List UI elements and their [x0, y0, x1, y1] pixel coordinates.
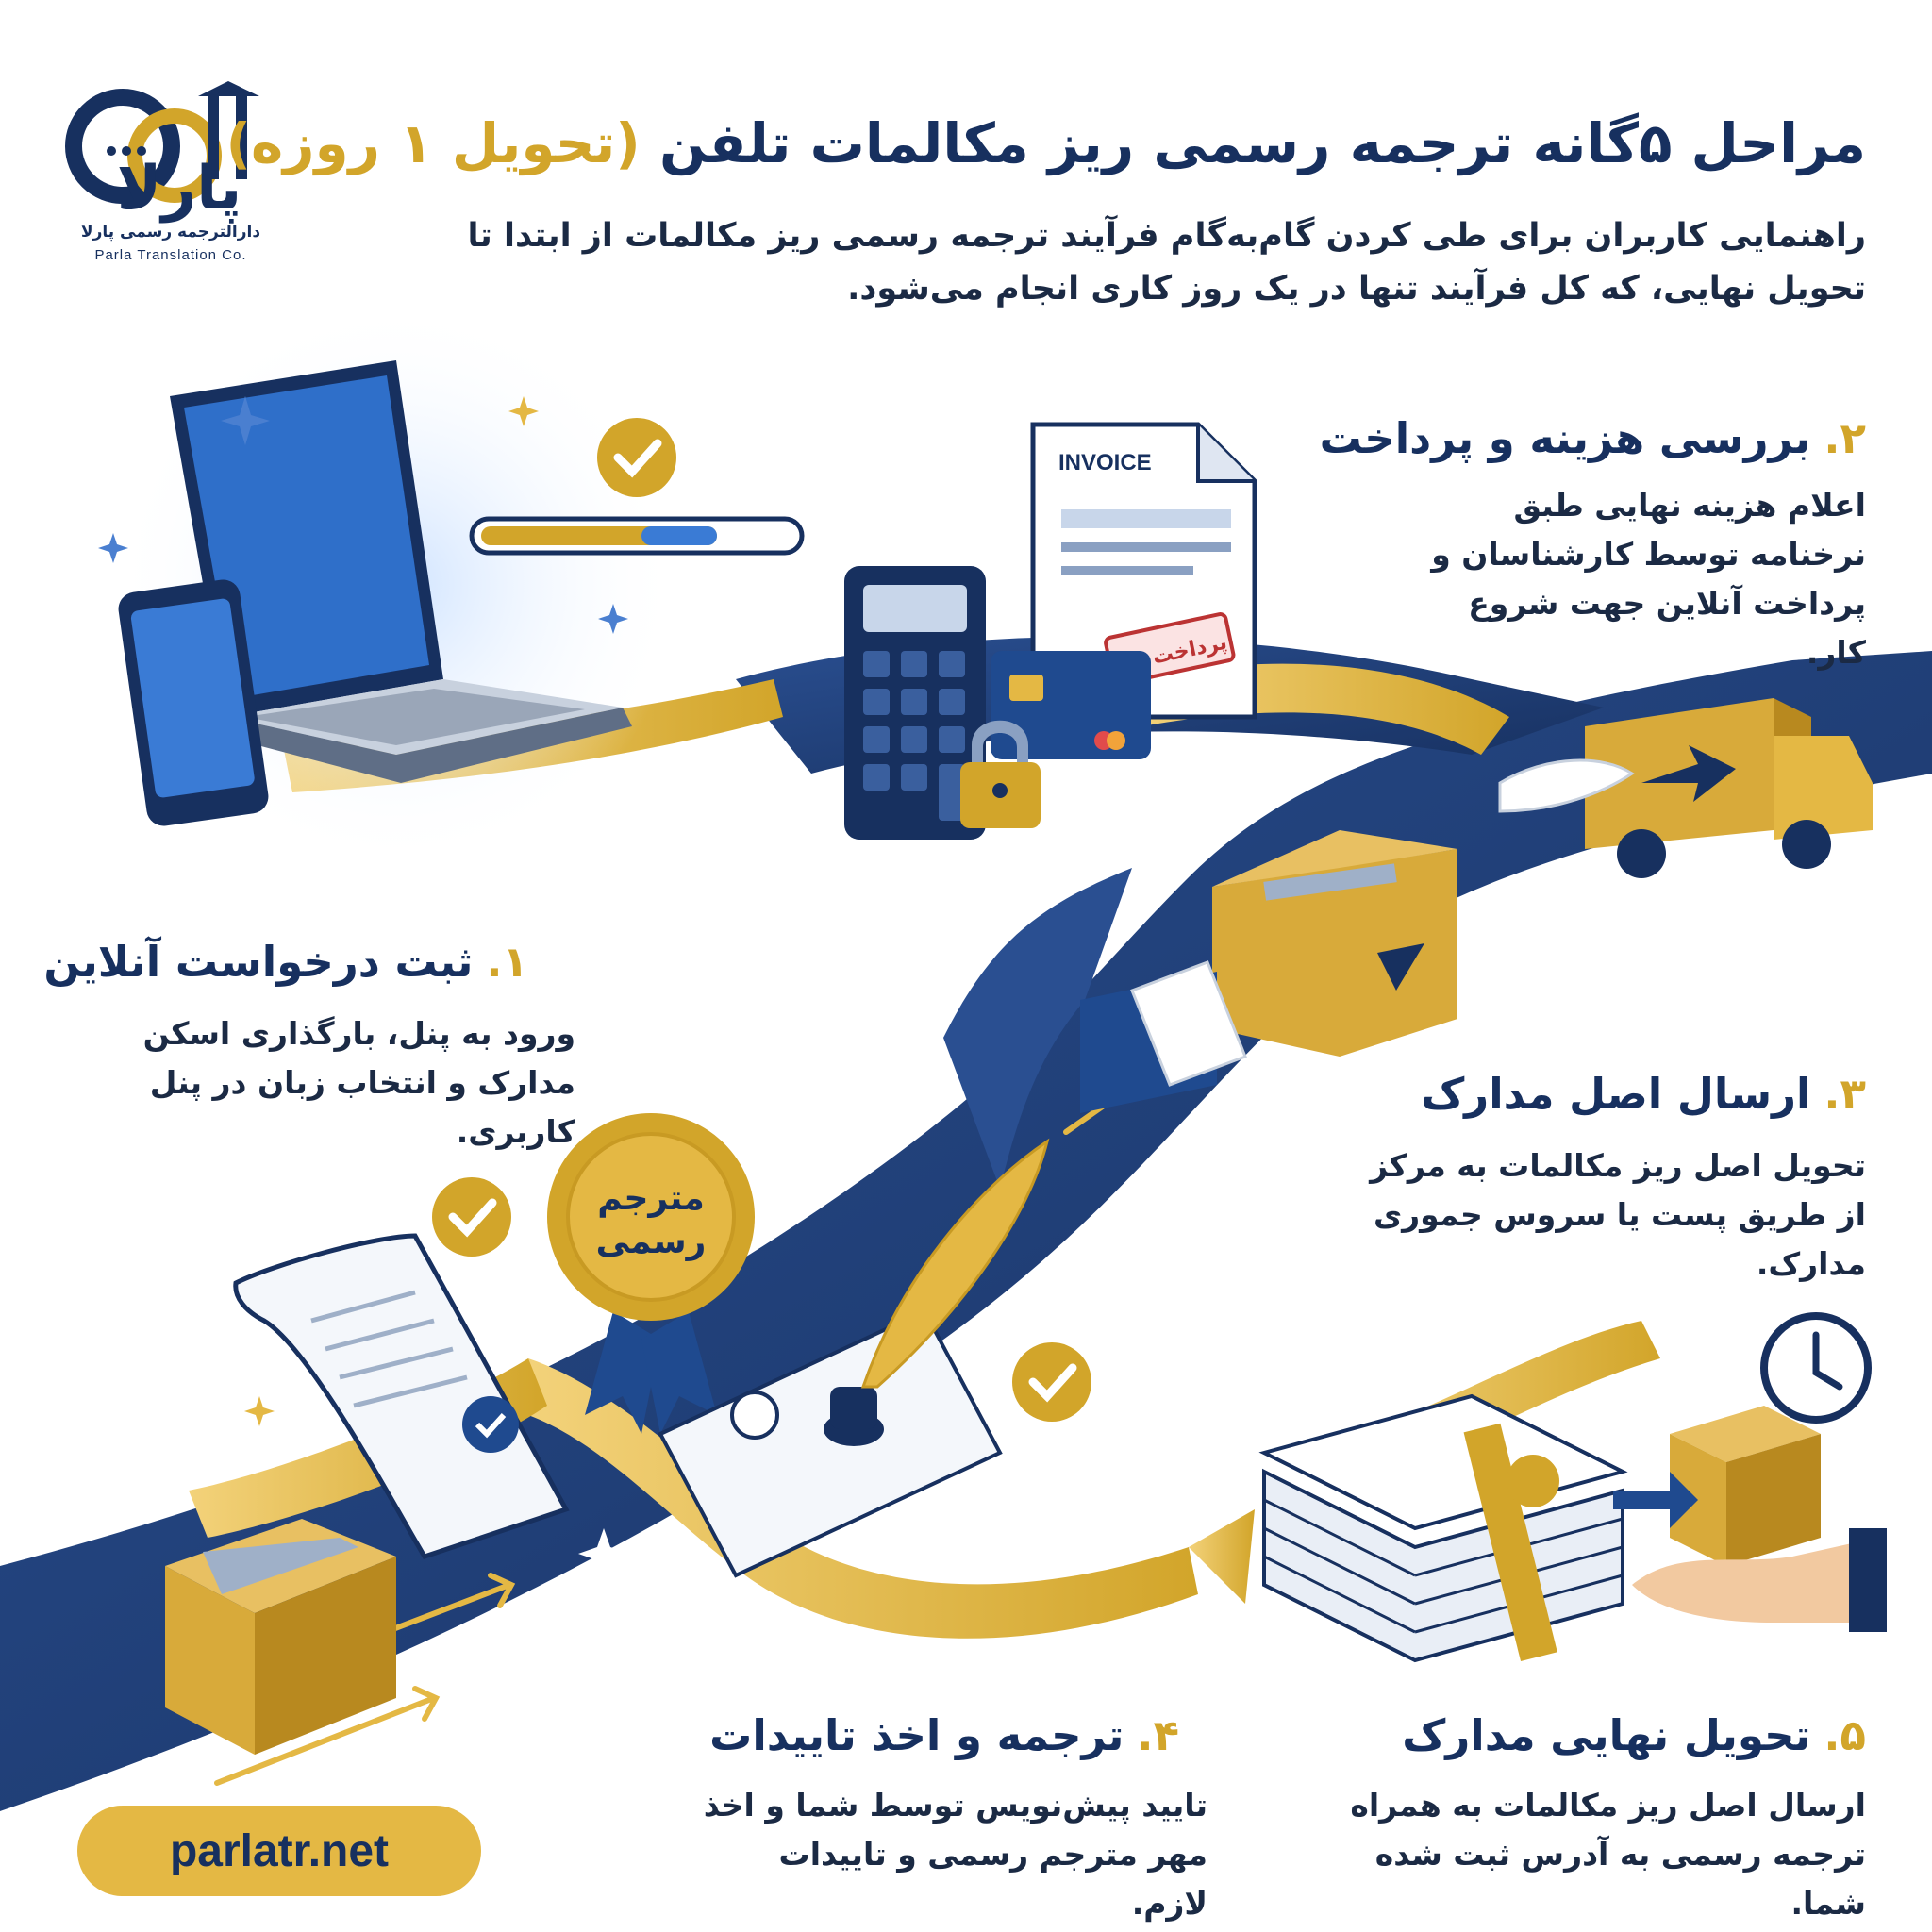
step-2-title-text: بررسی هزینه و پرداخت	[1319, 413, 1811, 463]
step-3-number: ۳.	[1824, 1069, 1866, 1119]
step-2-number: ۲.	[1824, 413, 1866, 463]
website-link[interactable]: parlatr.net	[77, 1806, 481, 1896]
box-in-hand-icon	[1613, 1406, 1887, 1632]
brand-tagline-en: Parla Translation Co.	[94, 247, 247, 263]
step-4-title-text: ترجمه و اخذ تاییدات	[709, 1710, 1124, 1760]
step-5-description: ارسال اصل ریز مکالمات به همراه ترجمه رسم…	[1350, 1787, 1866, 1922]
invoice-label: INVOICE	[1058, 450, 1152, 475]
step-3-title: ۳. ارسال اصل مدارک	[1413, 1066, 1866, 1123]
credit-card-icon	[991, 651, 1151, 759]
seal-text-line1: مترجم	[597, 1179, 705, 1218]
document-stack-icon	[1258, 1393, 1628, 1663]
clock-icon	[1760, 1312, 1872, 1424]
step-3-title-text: ارسال اصل مدارک	[1421, 1069, 1811, 1119]
step-2-title: ۲. بررسی هزینه و پرداخت	[1320, 410, 1866, 467]
step-5-title: ۵. تحویل نهایی مدارک	[1394, 1707, 1866, 1764]
page-title: مراحل ۵گانه ترجمه رسمی ریز مکالمات تلفن …	[225, 106, 1866, 181]
step-1-title: ۱.ثبت درخواست آنلاین	[43, 934, 528, 991]
upload-progress-bar	[469, 516, 805, 556]
quill-pen-icon	[658, 1138, 1050, 1578]
page-subtitle: راهنمایی کاربران برای طی کردن گام‌به‌گام…	[467, 217, 1866, 308]
delivery-truck-icon	[1498, 698, 1873, 878]
certificate-document-icon	[233, 1233, 570, 1560]
check-badge-icon	[1012, 1342, 1091, 1422]
step-4-number: ۴.	[1137, 1710, 1179, 1760]
seal-text-line2: رسمی	[596, 1223, 707, 1261]
calculator-icon	[844, 566, 986, 840]
step-3-description: تحویل اصل ریز مکالمات به مرکز از طریق پس…	[1370, 1147, 1866, 1282]
parla-logo	[65, 81, 259, 204]
website-url: parlatr.net	[169, 1825, 390, 1876]
title-highlight: (تحویل ۱ روزه)	[225, 111, 641, 175]
step-5-title-text: تحویل نهایی مدارک	[1402, 1710, 1811, 1760]
phone-icon	[118, 579, 269, 826]
document-box-icon	[1080, 830, 1457, 1113]
step-1-title-text: ثبت درخواست آنلاین	[43, 937, 474, 987]
title-main: مراحل ۵گانه ترجمه رسمی ریز مکالمات تلفن	[659, 111, 1866, 175]
step-2-description: اعلام هزینه نهایی طبق نرخنامه توسط کارشن…	[1431, 487, 1866, 671]
check-badge-icon	[432, 1177, 511, 1257]
step-1-description: ورود به پنل، بارگذاری اسکن مدارک و انتخا…	[142, 1015, 575, 1150]
step-5-number: ۵.	[1824, 1710, 1866, 1760]
official-seal-icon	[547, 1113, 755, 1434]
logo-wordmark: پارلا	[116, 154, 242, 224]
check-badge-icon	[597, 418, 676, 497]
step-4-description: تایید پیش‌نویس توسط شما و اخذ مهر مترجم …	[703, 1787, 1208, 1922]
sparkle-decorations	[98, 396, 629, 1579]
step-4-title: ۴. ترجمه و اخذ تاییدات	[709, 1707, 1179, 1764]
shipping-box-icon	[165, 1519, 396, 1755]
step-1-number: ۱.	[486, 937, 528, 987]
padlock-icon	[960, 720, 1041, 828]
brand-tagline-fa: دارالترجمه رسمی پارلا	[80, 223, 261, 242]
